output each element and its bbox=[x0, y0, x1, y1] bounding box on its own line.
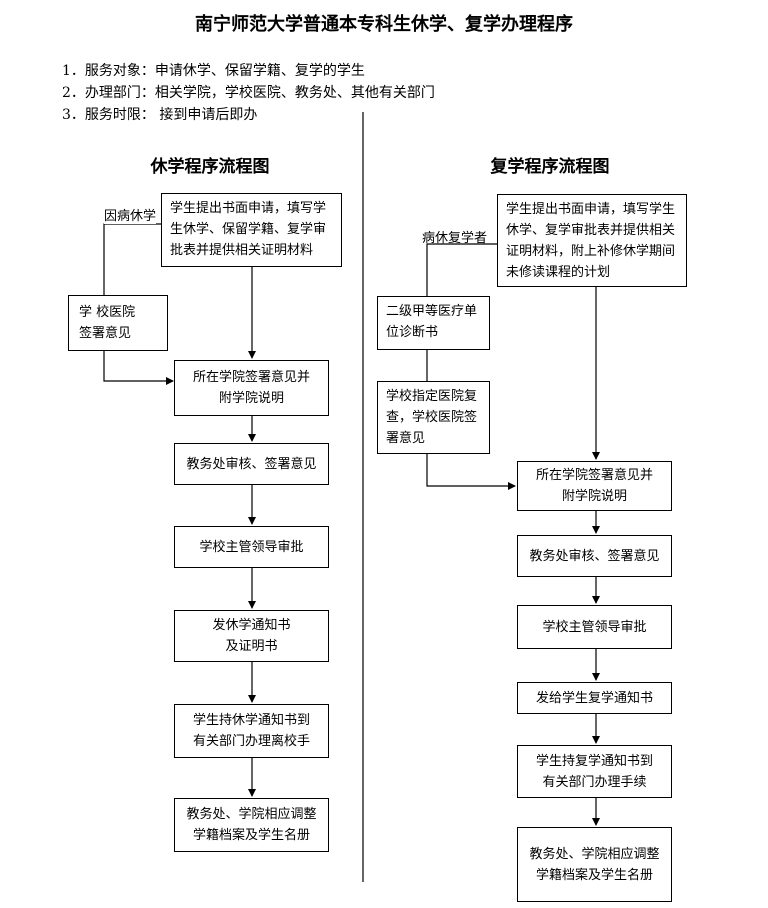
resume-heading: 复学程序流程图 bbox=[490, 157, 610, 177]
resume-link-step1-diag bbox=[426, 243, 497, 296]
resume-link-recheck-college bbox=[426, 454, 516, 490]
resume-step-hold-notice: 学生持复学通知书到 有关部门办理手续 bbox=[517, 745, 672, 798]
suspend-hospital-line1: 学 校医院 bbox=[79, 305, 136, 320]
suspend-step-hospital: 学 校医院 签署意见 bbox=[68, 295, 168, 351]
resume-step-academic: 教务处审核、签署意见 bbox=[517, 535, 672, 577]
suspend-final-line1: 教务处、学院相应调整 bbox=[186, 807, 317, 822]
resume-step-application: 学生提出书面申请，填写学生休学、复学审批表并提供相关证明材料，附上补修休学期间未… bbox=[497, 194, 687, 287]
suspend-notice-line2: 及证明书 bbox=[225, 639, 278, 654]
suspend-final-line2: 学籍档案及学生名册 bbox=[192, 828, 310, 843]
info-departments: 2．办理部门：相关学院，学校医院、教务处、其他有关部门 bbox=[62, 85, 435, 101]
suspend-hold-line1: 学生持休学通知书到 bbox=[192, 713, 310, 728]
suspend-hold-line2: 有关部门办理离校手 bbox=[192, 734, 310, 749]
suspend-hospital-line2: 签署意见 bbox=[79, 326, 132, 341]
suspend-step-leader: 学校主管领导审批 bbox=[174, 526, 329, 568]
suspend-illness-label: 因病休学 bbox=[104, 205, 157, 224]
info-time-limit: 3．服务时限： 接到申请后即办 bbox=[62, 107, 258, 123]
suspend-step-academic: 教务处审核、签署意见 bbox=[174, 443, 329, 485]
resume-step-final: 教务处、学院相应调整 学籍档案及学生名册 bbox=[517, 827, 672, 902]
resume-final-line2: 学籍档案及学生名册 bbox=[535, 867, 653, 883]
resume-final-line1: 教务处、学院相应调整 bbox=[529, 846, 660, 862]
resume-college-line2: 附学院说明 bbox=[561, 489, 627, 504]
resume-step-diagnosis: 二级甲等医疗单位诊断书 bbox=[377, 296, 490, 350]
suspend-step-application: 学生提出书面申请，填写学生休学、保留学籍、复学审批表并提供相关证明材料 bbox=[161, 193, 342, 267]
suspend-step-hold-notice: 学生持休学通知书到 有关部门办理离校手 bbox=[174, 704, 329, 758]
resume-hold-line2: 有关部门办理手续 bbox=[542, 774, 647, 790]
resume-step-recheck: 学校指定医院复查，学校医院签署意见 bbox=[377, 381, 490, 454]
resume-step-notice: 发给学生复学通知书 bbox=[517, 682, 672, 714]
suspend-link-step1-hospital bbox=[103, 223, 161, 295]
info-service-target: 1．服务对象：申请休学、保留学籍、复学的学生 bbox=[62, 63, 365, 79]
resume-college-line1: 所在学院签署意见并 bbox=[535, 468, 653, 483]
resume-step-college: 所在学院签署意见并 附学院说明 bbox=[517, 461, 672, 511]
suspend-college-line1: 所在学院签署意见并 bbox=[192, 370, 310, 385]
suspend-link-hospital-college bbox=[103, 351, 174, 385]
resume-illness-label: 病休复学者 bbox=[422, 231, 488, 246]
suspend-step-notice: 发休学通知书 及证明书 bbox=[174, 610, 329, 662]
page-title: 南宁师范大学普通本专科生休学、复学办理程序 bbox=[195, 14, 573, 35]
suspend-step-final: 教务处、学院相应调整 学籍档案及学生名册 bbox=[174, 798, 329, 852]
suspend-step-college: 所在学院签署意见并 附学院说明 bbox=[174, 360, 329, 416]
suspend-college-line2: 附学院说明 bbox=[218, 391, 284, 406]
resume-step-leader: 学校主管领导审批 bbox=[517, 605, 672, 649]
suspend-heading: 休学程序流程图 bbox=[150, 157, 270, 177]
suspend-notice-line1: 发休学通知书 bbox=[212, 618, 291, 633]
resume-hold-line1: 学生持复学通知书到 bbox=[535, 753, 653, 769]
